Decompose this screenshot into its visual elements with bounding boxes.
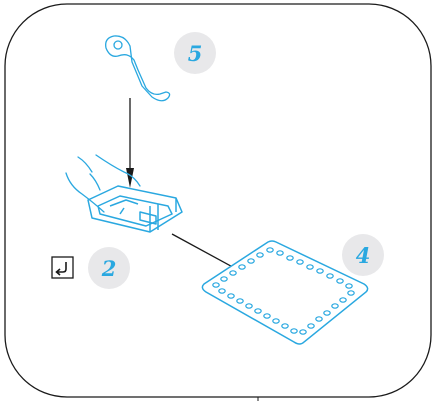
perforated-pad-icon bbox=[201, 240, 369, 345]
diagram-frame bbox=[4, 3, 432, 398]
step-4-badge: 4 bbox=[342, 234, 384, 276]
step-5-badge: 5 bbox=[174, 32, 216, 74]
step-2-badge: 2 bbox=[88, 247, 130, 289]
step-2-label: 2 bbox=[101, 256, 117, 281]
insert-arrow bbox=[126, 98, 134, 188]
step-4-label: 4 bbox=[356, 243, 371, 268]
step-5-label: 5 bbox=[188, 41, 203, 66]
bracket-icon bbox=[87, 185, 183, 233]
hook-tool-icon bbox=[105, 35, 171, 102]
return-arrow-icon bbox=[51, 256, 74, 279]
